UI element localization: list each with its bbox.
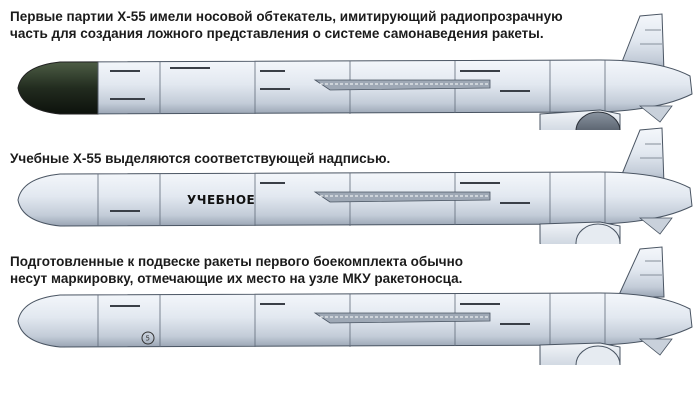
caption-line: несут маркировку, отмечающие их место на… xyxy=(10,271,463,286)
caption-line: часть для создания ложного представления… xyxy=(10,26,544,41)
wing-slot xyxy=(313,79,491,91)
caption-early-batch: Первые партии Х-55 имели носовой обтекат… xyxy=(10,8,563,42)
caption-first-load: Подготовленные к подвеске ракеты первого… xyxy=(10,253,463,287)
missile-kh55-dark-nose xyxy=(17,13,693,130)
training-marking: УЧЕБНОЕ xyxy=(187,193,255,207)
tail-fin xyxy=(617,246,665,298)
position-mark-number: 5 xyxy=(146,335,150,343)
missile-kh55-training: УЧЕБНОЕ xyxy=(17,127,693,244)
caption-training: Учебные Х-55 выделяются соответствующей … xyxy=(10,150,390,167)
nose-radome xyxy=(17,61,99,115)
wing-slot xyxy=(313,191,491,203)
caption-line: Учебные Х-55 выделяются соответствующей … xyxy=(10,151,391,166)
caption-line: Подготовленные к подвеске ракеты первого… xyxy=(10,254,463,269)
wing-slot xyxy=(313,312,491,324)
caption-line: Первые партии Х-55 имели носовой обтекат… xyxy=(10,9,563,24)
position-mark-circle xyxy=(141,331,155,345)
missile-kh55-marked: 5 xyxy=(17,246,693,365)
